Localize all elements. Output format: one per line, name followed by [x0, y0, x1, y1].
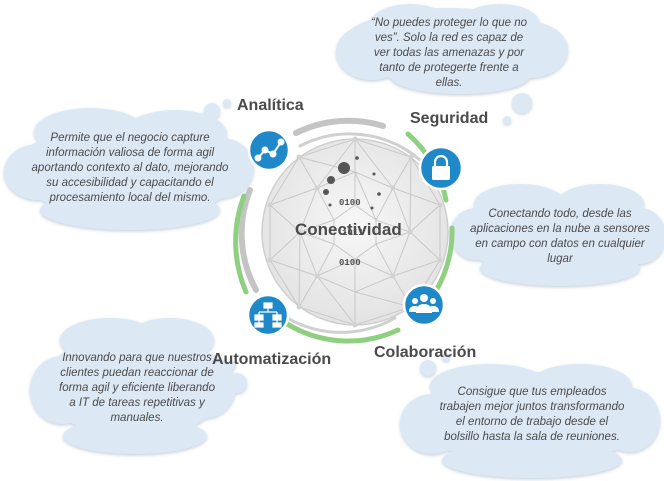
seguridad-label: Seguridad — [410, 110, 489, 127]
colaboracion-label: Colaboración — [374, 344, 477, 361]
cloud-analitica — [4, 99, 254, 230]
analitica-label: Analítica — [237, 97, 304, 114]
colaboracion-description: Consigue que tus empleados trabajen mejo… — [439, 386, 625, 443]
cloud-conectividad — [420, 184, 664, 286]
binary-code: 0100 1011 0100 — [339, 178, 364, 278]
node-analitica[interactable] — [247, 128, 291, 172]
data-dots-icon — [323, 156, 381, 210]
seguridad-description: “No puedes proteger lo que no ves”. Solo… — [371, 17, 527, 89]
automatizacion-description: Innovando para que nuestros clientes pue… — [59, 352, 215, 424]
binary-line: 0100 — [339, 258, 361, 268]
flowchart-icon — [254, 302, 282, 328]
analitica-description: Permite que el negocio capture informaci… — [31, 132, 229, 204]
node-automatizacion[interactable] — [246, 293, 290, 337]
conectividad-description: Conectando todo, desde las aplicaciones … — [470, 208, 650, 265]
analytics-line-icon — [254, 138, 285, 162]
cloud-automatizacion — [30, 318, 247, 454]
cloud-colaboracion — [400, 353, 660, 478]
binary-line: 1011 — [342, 228, 364, 238]
center-title: Conectividad — [295, 220, 402, 239]
node-colaboracion[interactable] — [402, 283, 446, 327]
people-group-icon — [409, 294, 439, 313]
cloud-seguridad — [336, 4, 568, 124]
binary-line: 0100 — [339, 198, 361, 208]
lock-icon — [432, 154, 450, 180]
geodesic-sphere — [261, 136, 449, 328]
node-seguridad[interactable] — [418, 145, 464, 191]
automatizacion-label: Automatización — [212, 351, 332, 368]
